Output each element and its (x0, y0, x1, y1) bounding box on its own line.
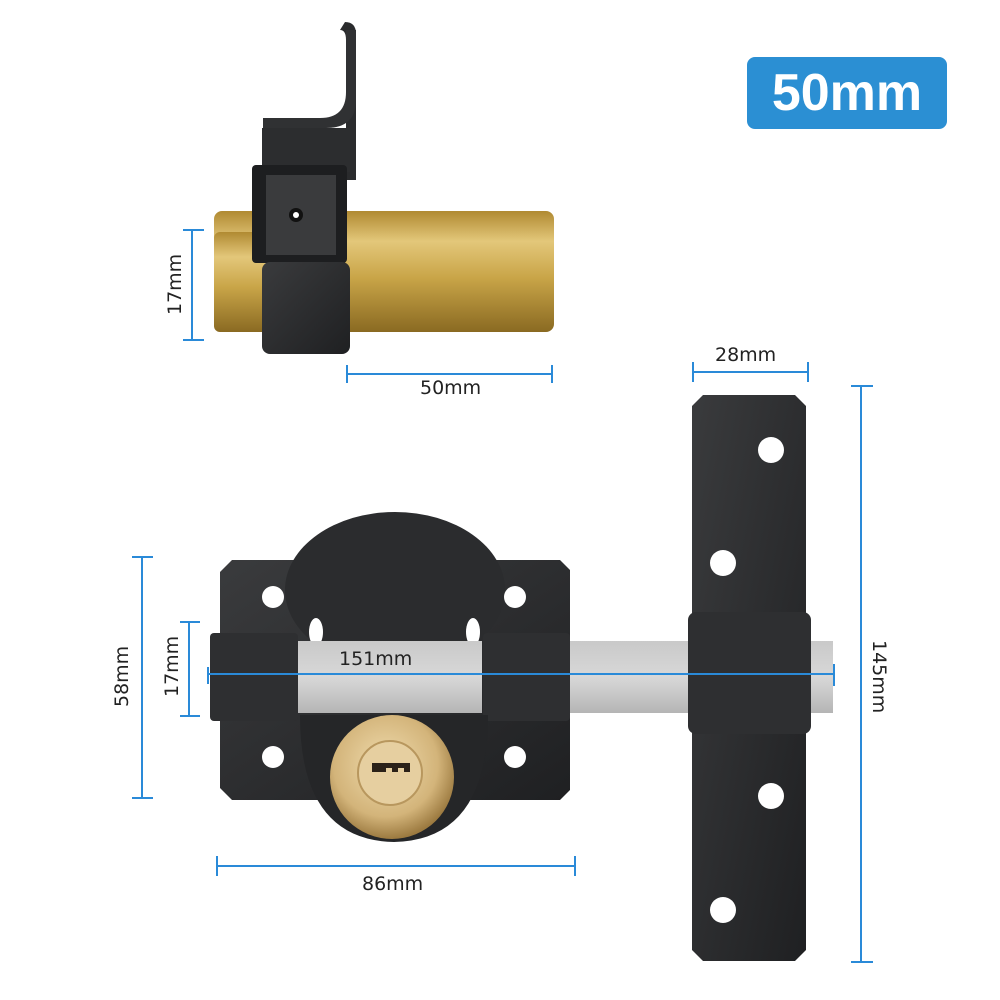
label-keeper-width: 28mm (715, 344, 777, 366)
dim-lock-body-height (132, 556, 153, 799)
size-badge: 50mm (747, 57, 947, 129)
label-cylinder-diameter: 17mm (164, 253, 186, 315)
label-cylinder-length: 50mm (420, 377, 482, 399)
label-bolt-height: 17mm (161, 635, 183, 697)
dim-bolt-height (180, 621, 200, 717)
dim-keeper-height (851, 385, 873, 963)
label-lock-body-width: 86mm (362, 873, 424, 895)
keeper-plate (688, 395, 833, 961)
dim-bolt-length (207, 664, 835, 686)
dim-keeper-width (692, 362, 809, 382)
dim-cylinder-length (346, 365, 553, 383)
dim-lock-body-width (216, 856, 576, 876)
cylinder-side-view (214, 22, 554, 354)
label-keeper-height: 145mm (868, 640, 890, 714)
dim-cylinder-diameter (183, 229, 204, 341)
label-lock-body-height: 58mm (111, 645, 133, 707)
lock-body (210, 512, 570, 842)
label-bolt-length: 151mm (339, 648, 413, 670)
